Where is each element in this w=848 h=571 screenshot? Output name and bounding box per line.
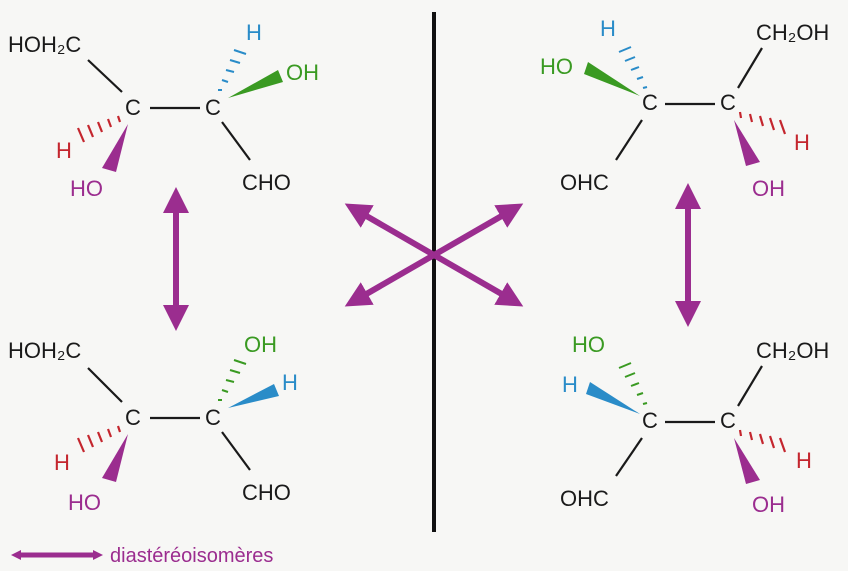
- h-red-label: H: [794, 130, 810, 155]
- ho-green-label: HO: [572, 332, 605, 357]
- h-red-label: H: [54, 450, 70, 475]
- molecule-top-right: CH₂OH C C OHC H HO H OH: [540, 16, 829, 201]
- carbon-right: C: [205, 95, 221, 120]
- cho-label: CHO: [242, 480, 291, 505]
- bond: [221, 431, 251, 471]
- carbon-left: C: [642, 90, 658, 115]
- double-arrow-diagonal-2: [344, 203, 524, 307]
- bond: [87, 59, 123, 93]
- ch2oh-label: CH₂OH: [756, 338, 829, 363]
- ch2oh-label: HOH₂C: [8, 338, 81, 363]
- molecule-bottom-left: HOH₂C C C CHO OH H H HO: [8, 332, 298, 515]
- cho-label: OHC: [560, 170, 609, 195]
- oh-purple-label: OH: [752, 176, 785, 201]
- ho-purple-label: HO: [68, 490, 101, 515]
- legend: diastéréoisomères: [11, 545, 273, 567]
- bond: [615, 437, 643, 477]
- oh-green-label: OH: [244, 332, 277, 357]
- ho-green-label: HO: [540, 54, 573, 79]
- h-blue-label: H: [282, 370, 298, 395]
- bond: [737, 365, 763, 407]
- carbon-right: C: [720, 90, 736, 115]
- h-blue-label: H: [562, 372, 578, 397]
- ch2oh-label: CH₂OH: [756, 20, 829, 45]
- wedge-bond-purple: [734, 120, 760, 166]
- molecule-top-left: HOH₂C C C CHO H OH H HO: [8, 20, 319, 201]
- hashed-bond-red: [76, 425, 122, 453]
- h-blue-label: H: [246, 20, 262, 45]
- wedge-bond-purple: [102, 434, 128, 482]
- hashed-bond-blue: [218, 49, 247, 91]
- molecule-bottom-right: CH₂OH C C OHC HO H H OH: [560, 332, 829, 517]
- hashed-bond-red: [76, 115, 122, 143]
- carbon-left: C: [125, 95, 141, 120]
- bond: [615, 119, 643, 161]
- hashed-bond-blue: [618, 46, 648, 89]
- wedge-bond-purple: [734, 438, 760, 484]
- bond: [221, 121, 251, 161]
- bond: [87, 367, 123, 403]
- oh-green-label: OH: [286, 60, 319, 85]
- wedge-bond-blue: [228, 384, 279, 408]
- wedge-bond-purple: [102, 124, 128, 172]
- ho-purple-label: HO: [70, 176, 103, 201]
- wedge-bond-green: [228, 70, 283, 98]
- h-red-label: H: [796, 448, 812, 473]
- h-red-label: H: [56, 138, 72, 163]
- ch2oh-label: HOH₂C: [8, 32, 81, 57]
- hashed-bond-red: [738, 111, 787, 135]
- wedge-bond-green: [584, 62, 640, 96]
- wedge-bond-blue: [586, 382, 640, 414]
- carbon-right: C: [205, 405, 221, 430]
- cho-label: CHO: [242, 170, 291, 195]
- hashed-bond-red: [738, 429, 787, 453]
- h-blue-label: H: [600, 16, 616, 41]
- bond: [737, 47, 763, 89]
- oh-purple-label: OH: [752, 492, 785, 517]
- hashed-bond-green: [618, 362, 648, 405]
- cho-label: OHC: [560, 486, 609, 511]
- hashed-bond-green: [218, 359, 247, 401]
- carbon-left: C: [642, 408, 658, 433]
- legend-label: diastéréoisomères: [110, 545, 273, 567]
- carbon-right: C: [720, 408, 736, 433]
- carbon-left: C: [125, 405, 141, 430]
